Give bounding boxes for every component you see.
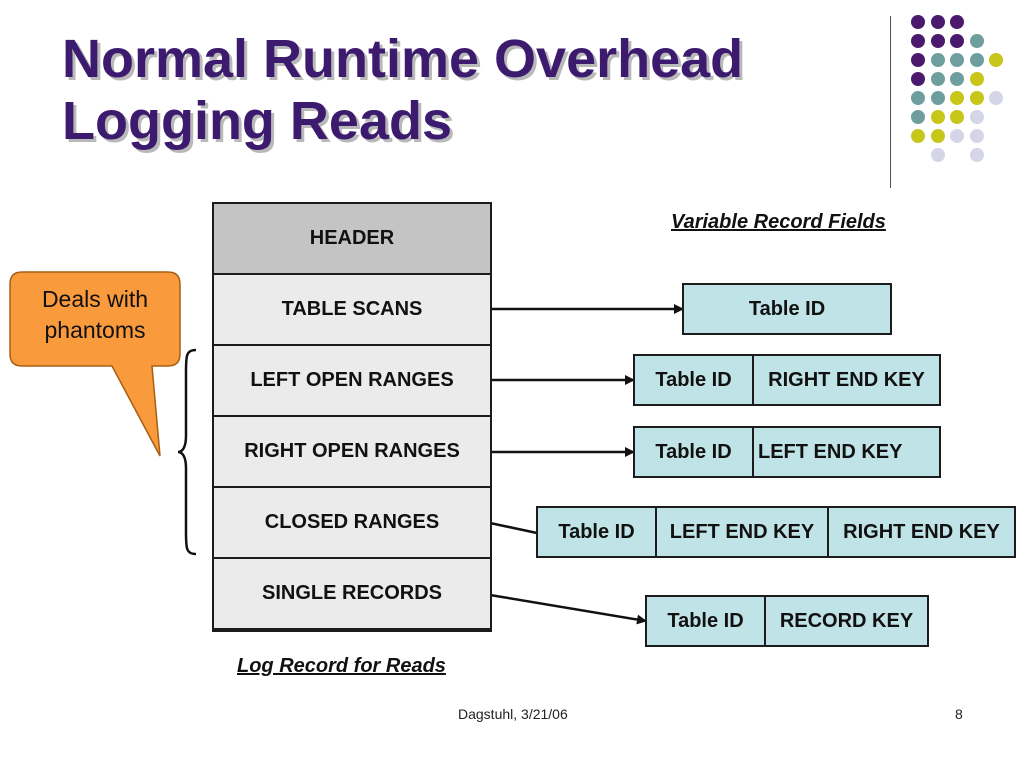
field-record-key: RECORD KEY — [766, 597, 927, 645]
decorative-dot — [911, 15, 925, 29]
decorative-dot — [950, 91, 964, 105]
decorative-dot — [911, 53, 925, 67]
log-row-single-records: SINGLE RECORDS — [214, 559, 490, 628]
decorative-dot — [970, 34, 984, 48]
range-rows-brace — [177, 348, 197, 556]
decorative-dot — [931, 148, 945, 162]
decorative-dot — [970, 110, 984, 124]
decorative-dot — [911, 129, 925, 143]
footer-date: Dagstuhl, 3/21/06 — [458, 706, 568, 722]
log-row-left-open-ranges: LEFT OPEN RANGES — [214, 346, 490, 415]
decorative-dot — [931, 110, 945, 124]
decorative-dot — [970, 148, 984, 162]
phantoms-callout-text: Deals with phantoms — [41, 286, 149, 343]
decorative-dot — [911, 110, 925, 124]
arrow-single-records — [489, 593, 647, 625]
phantoms-callout-shape — [9, 271, 181, 457]
field-table-id: Table ID — [647, 597, 764, 645]
decorative-dot — [931, 53, 945, 67]
field-table-id: Table ID — [635, 428, 752, 476]
decorative-dot — [970, 91, 984, 105]
field-table-id: Table ID — [538, 508, 655, 556]
decorative-dot — [970, 129, 984, 143]
decorative-dot — [931, 91, 945, 105]
decorative-dot — [970, 72, 984, 86]
field-table-id: Table ID — [635, 356, 752, 404]
log-record-caption: Log Record for Reads — [237, 655, 446, 677]
record-table-scans: Table ID — [682, 283, 892, 335]
log-row-table-scans: TABLE SCANS — [214, 275, 490, 344]
decorative-dot — [989, 91, 1003, 105]
log-record-table: HEADER TABLE SCANS LEFT OPEN RANGES RIGH… — [212, 202, 492, 632]
decorative-dot — [989, 53, 1003, 67]
decorative-dot — [911, 34, 925, 48]
field-table-id: Table ID — [684, 285, 890, 333]
decorative-dot — [950, 15, 964, 29]
log-row-header: HEADER — [214, 204, 490, 273]
decorative-dot — [931, 34, 945, 48]
slide-title-line-1: Normal Runtime Overhead — [62, 29, 744, 89]
log-row-closed-ranges: CLOSED RANGES — [214, 488, 490, 557]
record-right-open-ranges: Table ID LEFT END KEY — [633, 426, 941, 478]
record-closed-ranges: Table ID LEFT END KEY RIGHT END KEY — [536, 506, 1016, 558]
decorative-dot — [931, 129, 945, 143]
field-left-end-key: LEFT END KEY — [657, 508, 827, 556]
decorative-dot — [931, 15, 945, 29]
decorative-dot — [950, 34, 964, 48]
decorative-dot — [911, 72, 925, 86]
field-right-end-key: RIGHT END KEY — [754, 356, 939, 404]
record-single-records: Table ID RECORD KEY — [645, 595, 929, 647]
decorative-dot-grid — [911, 15, 1003, 162]
record-left-open-ranges: Table ID RIGHT END KEY — [633, 354, 941, 406]
log-row-right-open-ranges: RIGHT OPEN RANGES — [214, 417, 490, 486]
arrow-closed-ranges — [489, 521, 538, 535]
slide-title-line-2: Logging Reads — [62, 91, 452, 151]
decorative-dot — [950, 72, 964, 86]
field-left-end-key: LEFT END KEY — [754, 428, 939, 476]
decorative-dot — [950, 110, 964, 124]
page-number: 8 — [955, 706, 963, 722]
decorative-dot — [950, 53, 964, 67]
slide-title: Normal Runtime Overhead Logging Reads — [62, 28, 822, 152]
decorative-dot — [970, 53, 984, 67]
variable-fields-caption: Variable Record Fields — [671, 211, 886, 233]
decorative-dot — [950, 129, 964, 143]
decorative-dot — [911, 91, 925, 105]
title-divider — [890, 16, 891, 188]
decorative-dot — [931, 72, 945, 86]
field-right-end-key: RIGHT END KEY — [829, 508, 1014, 556]
